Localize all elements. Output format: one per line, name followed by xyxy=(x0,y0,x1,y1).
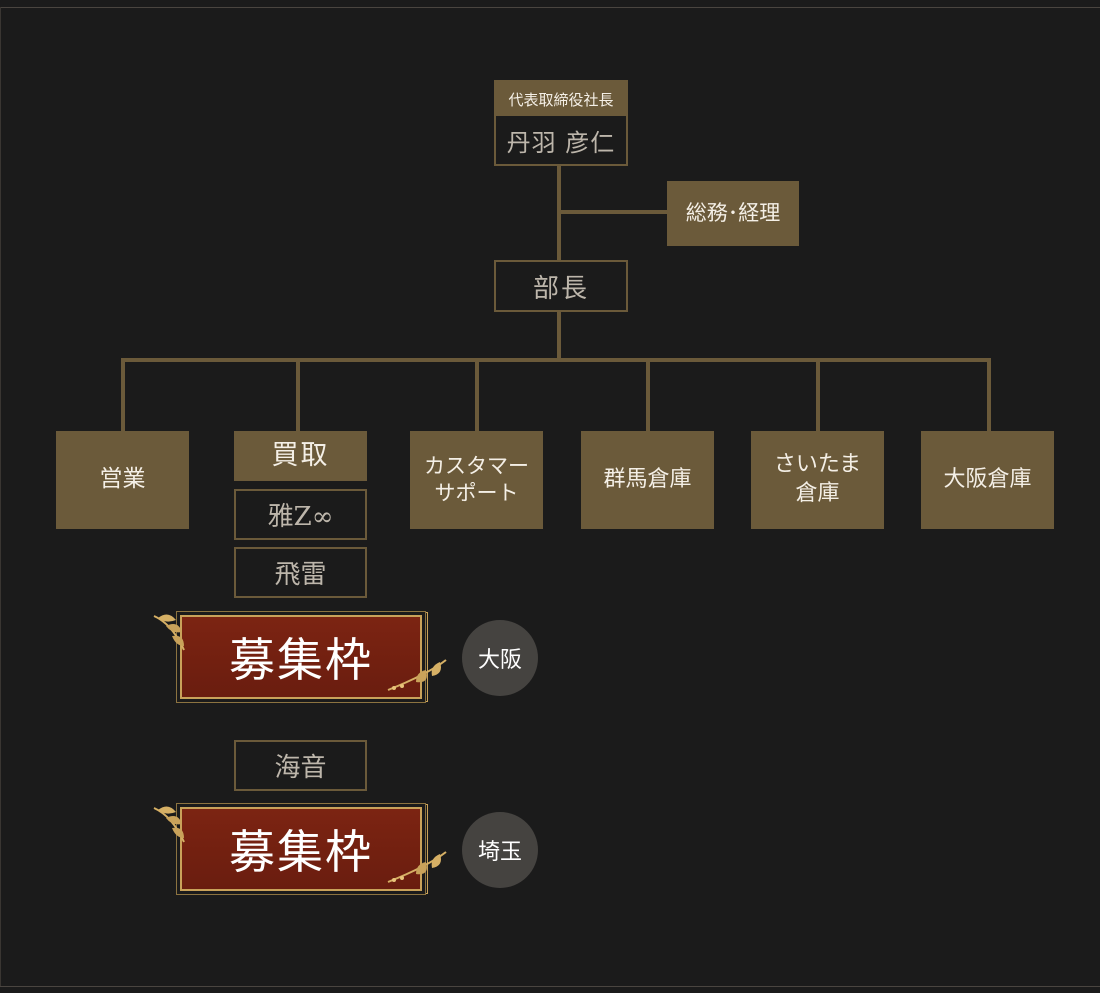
dept-buying-label: 買取 xyxy=(271,440,330,472)
dept-osaka-warehouse: 大阪倉庫 xyxy=(921,431,1054,529)
frame-bottom-border xyxy=(0,986,1100,987)
dept-saitama-warehouse: さいたま 倉庫 xyxy=(751,431,884,529)
dept-osaka-warehouse-label: 大阪倉庫 xyxy=(943,466,1032,492)
recruit-location-2: 埼玉 xyxy=(462,812,538,888)
connector-dept-sales xyxy=(121,358,125,431)
manager-node: 部長 xyxy=(494,260,628,312)
recruit-slot-1: 募集枠 xyxy=(180,615,422,699)
ceo-name: 丹羽 彦仁 xyxy=(506,128,616,157)
recruit-location-1: 大阪 xyxy=(462,620,538,696)
connector-dept-support xyxy=(475,358,479,431)
dept-customer-support-label-1: カスタマー xyxy=(424,453,529,478)
dept-gunma-warehouse-label: 群馬倉庫 xyxy=(603,466,692,492)
connector-department-bus xyxy=(121,358,991,362)
dept-sales-label: 営業 xyxy=(99,466,146,493)
connector-general-affairs xyxy=(561,210,667,214)
dept-customer-support: カスタマー サポート xyxy=(410,431,543,529)
leaf-ornament-icon xyxy=(387,851,447,883)
connector-manager-bus xyxy=(557,311,561,361)
dept-gunma-warehouse: 群馬倉庫 xyxy=(581,431,714,529)
dept-sales: 営業 xyxy=(56,431,189,529)
dept-customer-support-label-2: サポート xyxy=(434,481,519,505)
frame-left-border xyxy=(0,7,1,987)
ceo-node: 代表取締役社長 丹羽 彦仁 xyxy=(494,80,628,166)
frame-top-border xyxy=(0,7,1100,8)
buying-member-3: 海音 xyxy=(234,740,367,791)
general-affairs-node: 総務･経理 xyxy=(667,181,799,246)
buying-member-1: 雅Z∞ xyxy=(234,489,367,540)
ceo-title: 代表取締役社長 xyxy=(496,82,626,116)
connector-ceo-manager xyxy=(557,166,561,261)
dept-buying: 買取 xyxy=(234,431,367,481)
dept-saitama-warehouse-label-2: 倉庫 xyxy=(795,481,840,506)
leaf-ornament-icon xyxy=(153,806,185,843)
connector-dept-saitama xyxy=(816,358,820,431)
leaf-ornament-icon xyxy=(153,614,185,651)
recruit-slot-2: 募集枠 xyxy=(180,807,422,891)
connector-dept-buying xyxy=(296,358,300,431)
dept-saitama-warehouse-label-1: さいたま xyxy=(773,452,862,478)
buying-member-2: 飛雷 xyxy=(234,547,367,598)
connector-dept-gunma xyxy=(646,358,650,431)
leaf-ornament-icon xyxy=(387,659,447,691)
connector-dept-osaka xyxy=(987,358,991,431)
